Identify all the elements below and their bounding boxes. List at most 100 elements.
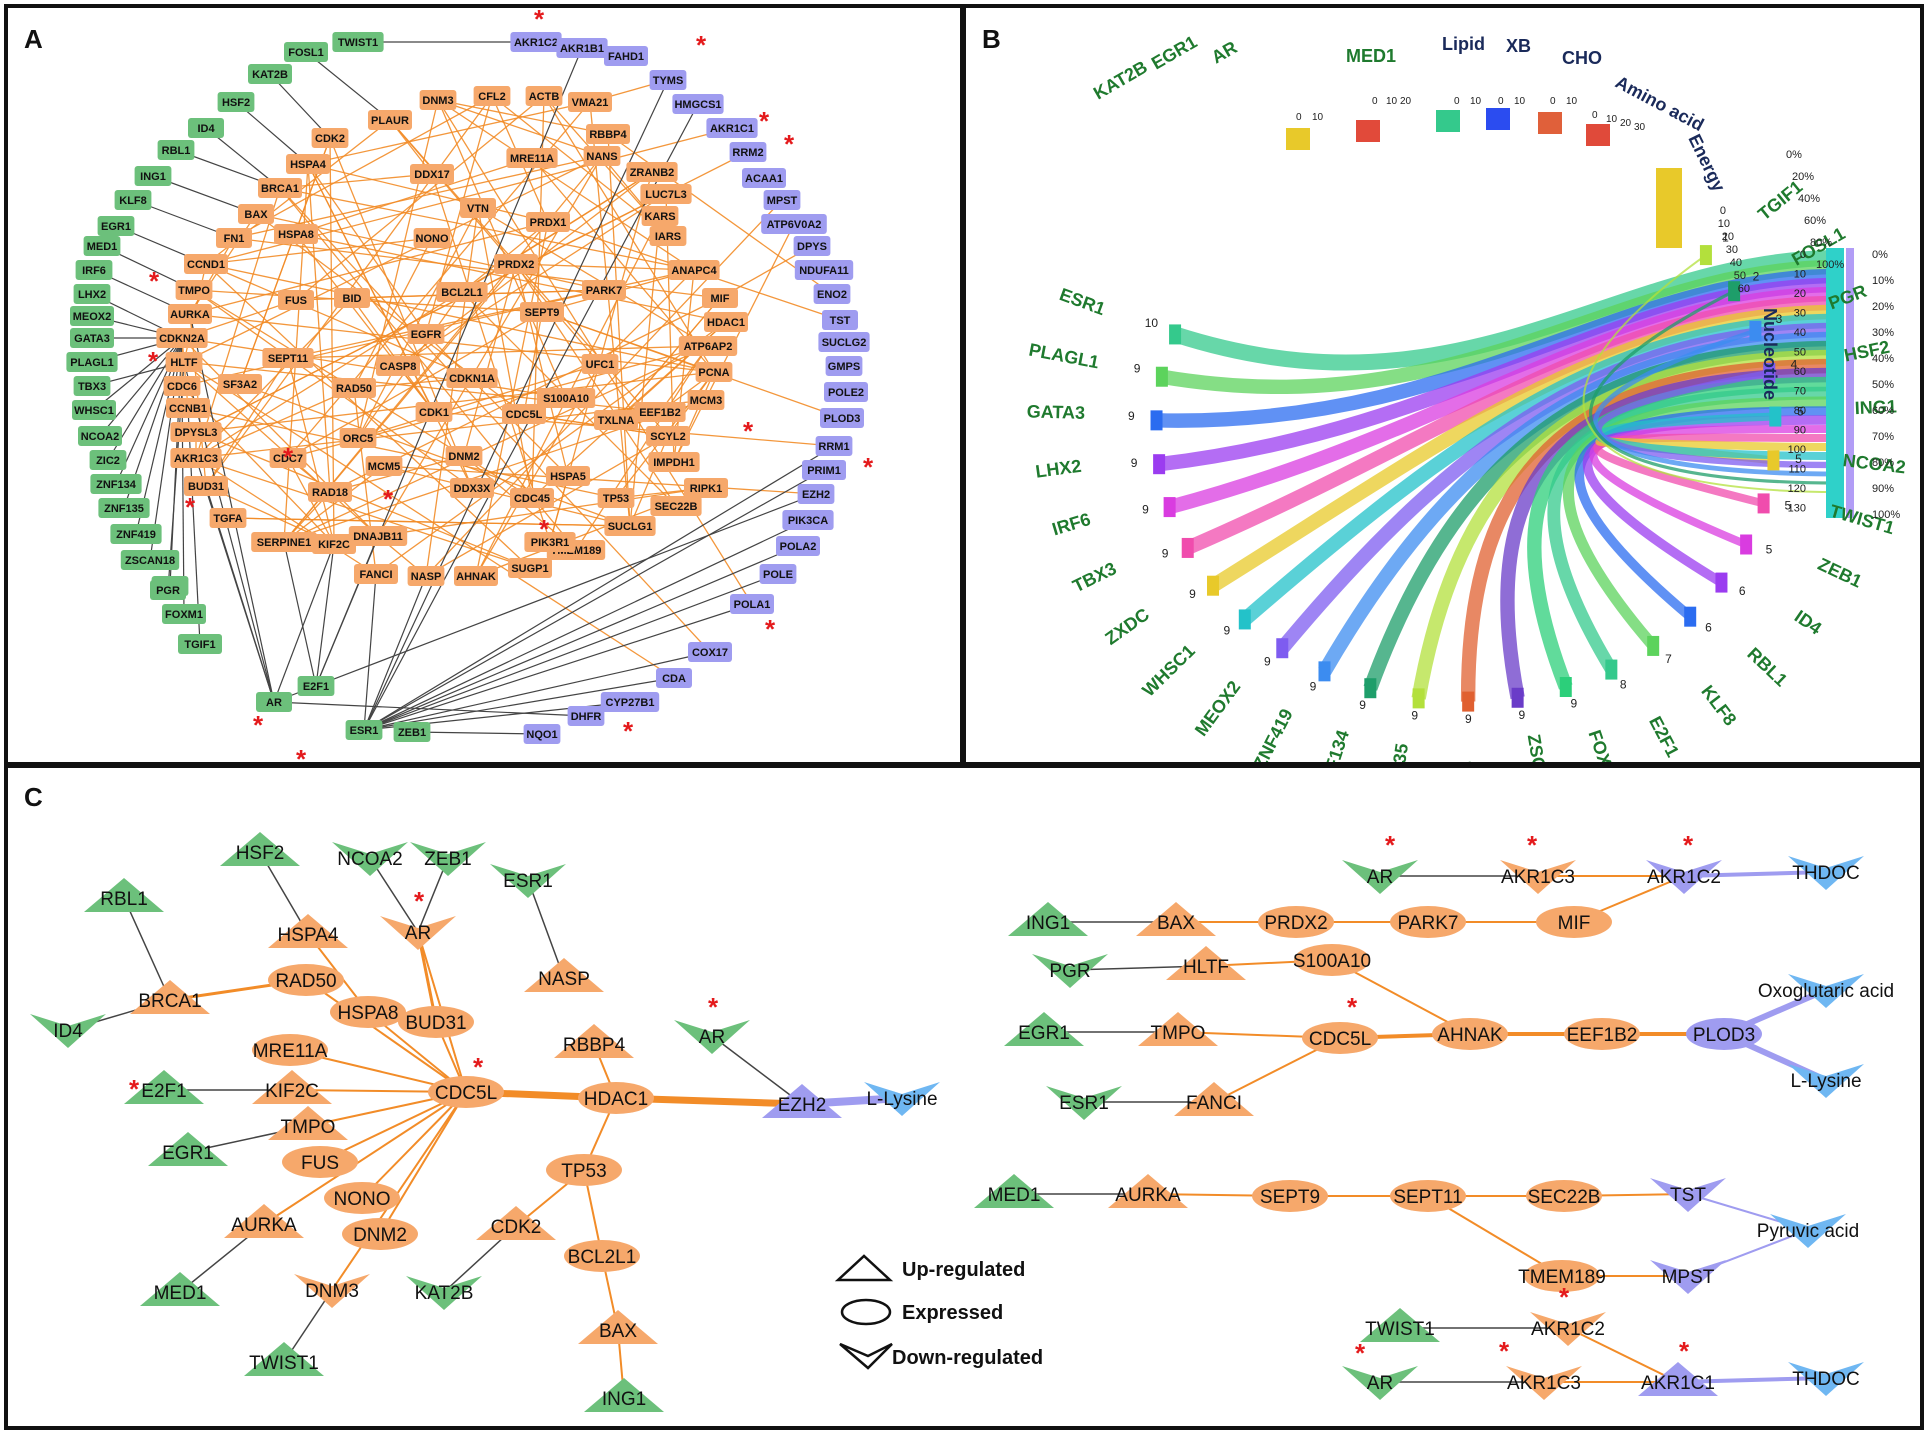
node-twist1[interactable]: TWIST1: [1360, 1308, 1440, 1342]
node-e2f1[interactable]: E2F1: [297, 676, 335, 696]
node-eno2[interactable]: ENO2: [813, 284, 851, 304]
node-oxoglutaric-acid[interactable]: Oxoglutaric acid: [1758, 974, 1894, 1008]
node-whsc1[interactable]: WHSC1: [72, 400, 116, 420]
node-plod3[interactable]: PLOD3: [820, 408, 864, 428]
node-ncoa2[interactable]: NCOA2: [78, 426, 122, 446]
node-pole[interactable]: POLE: [759, 564, 797, 584]
node-s100a10[interactable]: S100A10: [536, 388, 596, 408]
node-akr1c1[interactable]: AKR1C1: [706, 118, 758, 138]
node-sept11[interactable]: SEPT11: [1390, 1180, 1466, 1212]
node-rad18[interactable]: RAD18: [308, 482, 352, 502]
node-txlna[interactable]: TXLNA: [594, 410, 638, 430]
node-plod3[interactable]: PLOD3: [1686, 1018, 1762, 1050]
node-dnm2[interactable]: DNM2: [445, 446, 483, 466]
node-hspa8[interactable]: HSPA8: [274, 224, 318, 244]
node-cda[interactable]: CDA: [656, 668, 692, 688]
node-fahd1[interactable]: FAHD1: [604, 46, 648, 66]
node-rrm1[interactable]: RRM1: [815, 436, 853, 456]
node-fanci[interactable]: FANCI: [1174, 1082, 1254, 1116]
node-l-lysine[interactable]: L-Lysine: [1788, 1064, 1864, 1098]
node-cyp27b1[interactable]: CYP27B1: [600, 692, 660, 712]
node-tst[interactable]: TST: [822, 310, 858, 330]
node-bud31[interactable]: BUD31: [398, 1006, 474, 1038]
node-park7[interactable]: PARK7: [1390, 906, 1466, 938]
node-bcl2l1[interactable]: BCL2L1: [436, 282, 488, 302]
node-rbl1[interactable]: RBL1: [157, 140, 195, 160]
node-fus[interactable]: FUS: [278, 290, 314, 310]
node-lhx2[interactable]: LHX2: [73, 284, 111, 304]
node-kif2c[interactable]: KIF2C: [252, 1070, 332, 1104]
node-tgfa[interactable]: TGFA: [209, 508, 247, 528]
node-ing1[interactable]: ING1: [1008, 902, 1088, 936]
node-hmgcs1[interactable]: HMGCS1: [672, 94, 724, 114]
node-hspa5[interactable]: HSPA5: [546, 466, 590, 486]
node-cfl2[interactable]: CFL2: [473, 86, 511, 106]
node-atp6ap2[interactable]: ATP6AP2: [678, 336, 738, 356]
node-nans[interactable]: NANS: [583, 146, 621, 166]
node-aurka[interactable]: AURKA: [168, 304, 212, 324]
node-akr1c2[interactable]: AKR1C2*: [1530, 1282, 1606, 1346]
node-hspa4[interactable]: HSPA4: [268, 914, 348, 948]
node-med1[interactable]: MED1: [140, 1272, 220, 1306]
node-prdx2[interactable]: PRDX2: [494, 254, 538, 274]
node-e2f1[interactable]: E2F1*: [124, 1070, 204, 1104]
node-pyruvic-acid[interactable]: Pyruvic acid: [1757, 1214, 1859, 1248]
node-tbx3[interactable]: TBX3: [73, 376, 111, 396]
node-mcm3[interactable]: MCM3: [687, 390, 725, 410]
node-cdc5l[interactable]: CDC5L*: [1302, 992, 1378, 1054]
node-atp6v0a2[interactable]: ATP6V0A2: [761, 214, 827, 234]
node-rad50[interactable]: RAD50: [332, 378, 376, 398]
node-sf3a2[interactable]: SF3A2: [218, 374, 262, 394]
node-rrm2[interactable]: RRM2: [729, 142, 767, 162]
node-suclg2[interactable]: SUCLG2: [818, 332, 870, 352]
node-plagl1[interactable]: PLAGL1: [66, 352, 118, 372]
node-bax[interactable]: BAX: [238, 204, 274, 224]
node-znf135[interactable]: ZNF135: [98, 498, 150, 518]
node-mpst[interactable]: MPST: [1650, 1260, 1726, 1294]
node-dnm2[interactable]: DNM2: [342, 1218, 418, 1250]
node-med1[interactable]: MED1: [974, 1174, 1054, 1208]
node-rbl1[interactable]: RBL1: [84, 878, 164, 912]
node-eef1b2[interactable]: EEF1B2: [1564, 1018, 1640, 1050]
node-mif[interactable]: MIF: [1536, 906, 1612, 938]
node-dpysl3[interactable]: DPYSL3: [170, 422, 222, 442]
node-ccnd1[interactable]: CCND1: [184, 254, 228, 274]
node-tmpo[interactable]: TMPO: [268, 1106, 348, 1140]
node-ar[interactable]: AR*: [1342, 830, 1418, 894]
node-ahnak[interactable]: AHNAK: [1432, 1018, 1508, 1050]
node-fn1[interactable]: FN1: [216, 228, 252, 248]
node-cdk2[interactable]: CDK2: [311, 128, 349, 148]
node-nono[interactable]: NONO: [324, 1182, 400, 1214]
node-thdoc[interactable]: THDOC: [1788, 856, 1864, 890]
node-tmpo[interactable]: TMPO: [175, 280, 213, 300]
node-sept11[interactable]: SEPT11: [262, 348, 314, 368]
node-mre11a[interactable]: MRE11A: [252, 1034, 328, 1066]
node-ndufa11[interactable]: NDUFA11: [794, 260, 854, 280]
node-vma21[interactable]: VMA21: [568, 92, 612, 112]
node-nono[interactable]: NONO: [413, 228, 451, 248]
node-ing1[interactable]: ING1: [584, 1378, 664, 1412]
node-hsf2[interactable]: HSF2: [220, 832, 300, 866]
node-akr1c1[interactable]: AKR1C1*: [1638, 1336, 1718, 1396]
node-brca1[interactable]: BRCA1: [258, 178, 302, 198]
node-znf419[interactable]: ZNF419: [110, 524, 162, 544]
node-iars[interactable]: IARS: [649, 226, 687, 246]
node-sept9[interactable]: SEPT9: [520, 302, 564, 322]
node-znf134[interactable]: ZNF134: [90, 474, 142, 494]
node-zeb1[interactable]: ZEB1: [410, 842, 486, 876]
node-pik3r1[interactable]: PIK3R1: [524, 532, 576, 552]
node-pole2[interactable]: POLE2: [824, 382, 868, 402]
node-hsf2[interactable]: HSF2: [217, 92, 255, 112]
node-cdk2[interactable]: CDK2: [476, 1206, 556, 1240]
node-hltf[interactable]: HLTF: [1166, 946, 1246, 980]
node-akr1c3[interactable]: AKR1C3*: [1500, 830, 1576, 894]
node-prdx2[interactable]: PRDX2: [1258, 906, 1334, 938]
node-ripk1[interactable]: RIPK1: [684, 478, 728, 498]
node-plaur[interactable]: PLAUR: [368, 110, 412, 130]
node-zranb2[interactable]: ZRANB2: [626, 162, 678, 182]
node-kif2c[interactable]: KIF2C: [312, 534, 356, 554]
node-ar[interactable]: AR*: [674, 992, 750, 1054]
node-ufc1[interactable]: UFC1: [581, 354, 619, 374]
node-mpst[interactable]: MPST: [763, 190, 801, 210]
node-egr1[interactable]: EGR1: [148, 1132, 228, 1166]
